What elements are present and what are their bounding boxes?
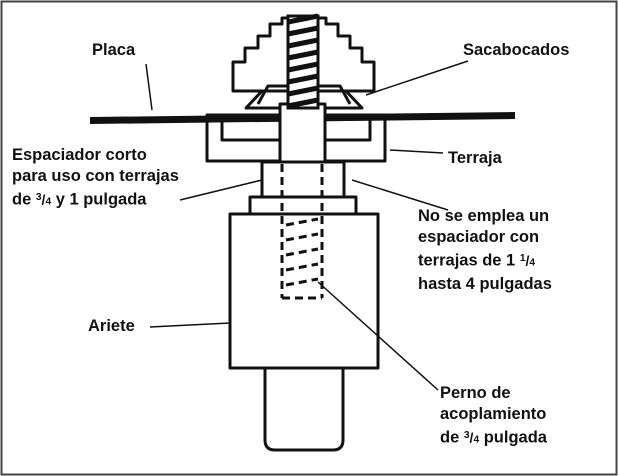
label-sacabocados: Sacabocados (463, 41, 570, 59)
label-terraja: Terraja (448, 149, 502, 167)
leader-no-espaciador (351, 179, 449, 211)
leader-sacabocados (365, 60, 469, 96)
punch-screw (286, 13, 320, 110)
label-ariete: Ariete (88, 317, 135, 335)
leader-espaciador (179, 179, 263, 201)
label-no-espaciador: No se emplea un espaciador con terrajas … (418, 207, 552, 293)
ram-neck (263, 366, 345, 452)
leader-terraja (389, 149, 444, 154)
leader-placa (145, 63, 153, 111)
leader-ariete (149, 322, 231, 328)
spacer-collar (248, 195, 358, 216)
label-espaciador-corto: Espaciador corto para uso con terrajas d… (12, 146, 179, 209)
label-perno-acoplamiento: Perno de acoplamiento de 3/4 pulgada (440, 384, 547, 447)
label-placa: Placa (92, 41, 136, 59)
short-spacer (260, 160, 346, 200)
leader-perno (317, 281, 439, 391)
draw-stud-nut (278, 102, 327, 166)
coupling-bolt-hidden (280, 164, 324, 300)
